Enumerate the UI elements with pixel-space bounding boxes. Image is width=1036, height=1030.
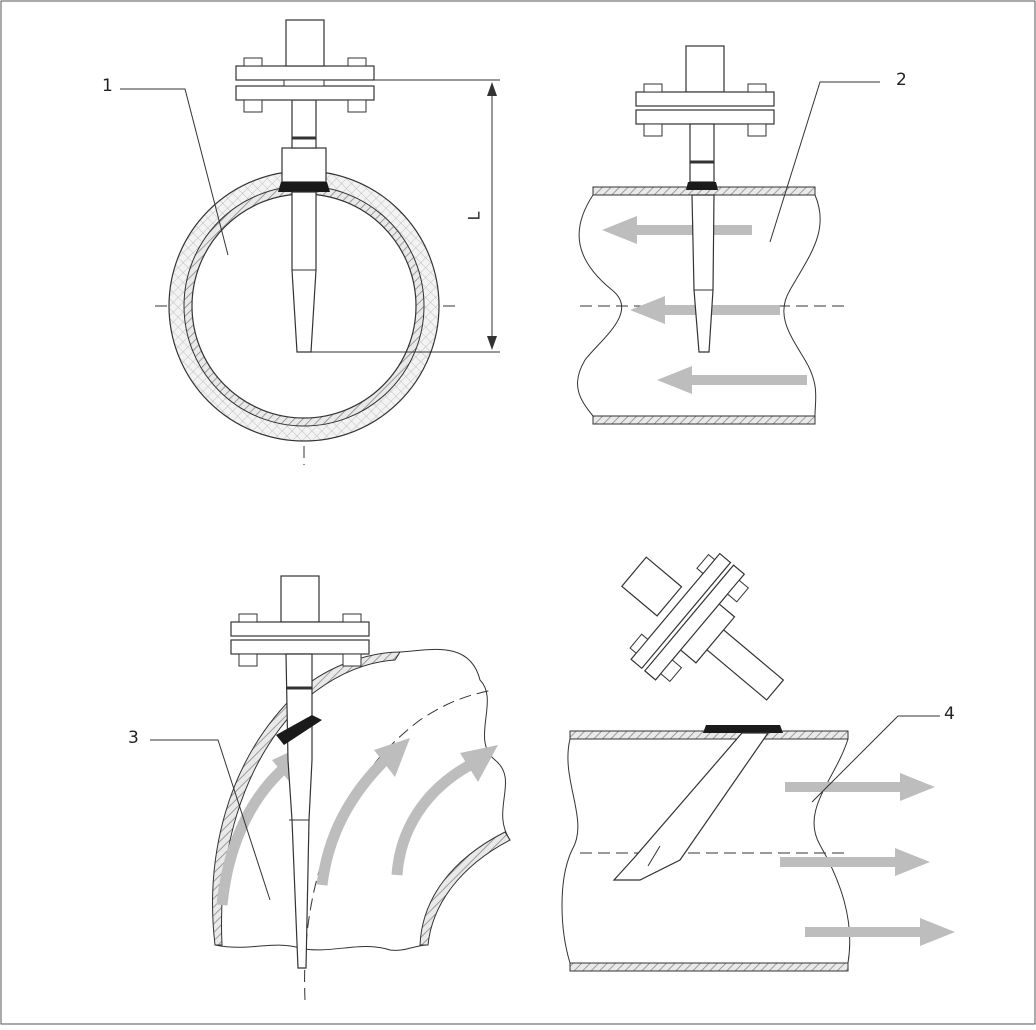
callout-4: 4	[944, 704, 955, 724]
view-3-elbow-pipe	[150, 575, 511, 1001]
dimension-length-label: L	[464, 211, 484, 221]
view-4-angled-installation	[561, 552, 955, 972]
callout-3: 3	[128, 728, 139, 748]
flow-arrow-icon	[657, 366, 807, 394]
flow-arrow-icon	[785, 773, 935, 801]
flow-arrow-icon	[780, 848, 930, 876]
flow-arrow-icon	[805, 918, 955, 946]
flow-arrow-icon	[602, 216, 752, 244]
view-2-straight-pipe	[577, 45, 880, 425]
callout-1: 1	[102, 76, 113, 96]
view-1-pipe-cross-section	[120, 19, 500, 465]
callout-2: 2	[896, 70, 907, 90]
